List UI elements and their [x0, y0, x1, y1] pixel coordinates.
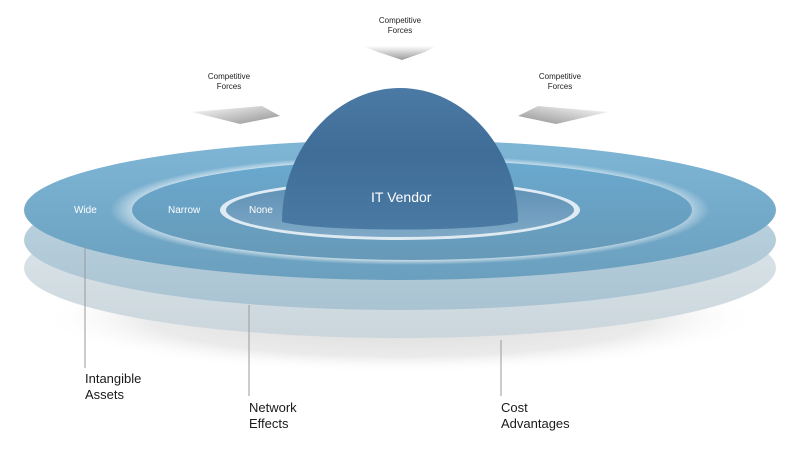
moat-label-network: Network Effects	[249, 400, 297, 432]
arrow-top-icon	[362, 46, 436, 60]
force-label-left: Competitive Forces	[184, 72, 274, 92]
force-left-line1: Competitive	[207, 72, 251, 81]
moat-label-cost: Cost Advantages	[501, 400, 570, 432]
ring-label-wide: Wide	[74, 205, 97, 216]
network-line1: Network	[249, 400, 297, 415]
intangible-line1: Intangible	[85, 371, 142, 386]
ring-label-narrow: Narrow	[168, 205, 201, 216]
ring-label-none: None	[249, 205, 273, 216]
force-right-line2: Forces	[547, 82, 573, 91]
intangible-line2: Assets	[85, 387, 125, 402]
force-label-top: Competitive Forces	[355, 16, 445, 36]
force-top-line2: Forces	[387, 26, 413, 35]
force-top-line1: Competitive	[378, 16, 422, 25]
it-vendor-dome	[282, 88, 518, 230]
force-left-line2: Forces	[216, 82, 242, 91]
cost-line1: Cost	[501, 400, 528, 415]
cost-line2: Advantages	[501, 416, 570, 431]
it-vendor-label: IT Vendor	[371, 189, 432, 205]
network-line2: Effects	[249, 416, 289, 431]
arrow-left-icon	[192, 106, 280, 124]
arrow-right-icon	[518, 106, 608, 124]
force-right-line1: Competitive	[538, 72, 582, 81]
force-label-right: Competitive Forces	[515, 72, 605, 92]
moat-label-intangible: Intangible Assets	[85, 371, 141, 403]
